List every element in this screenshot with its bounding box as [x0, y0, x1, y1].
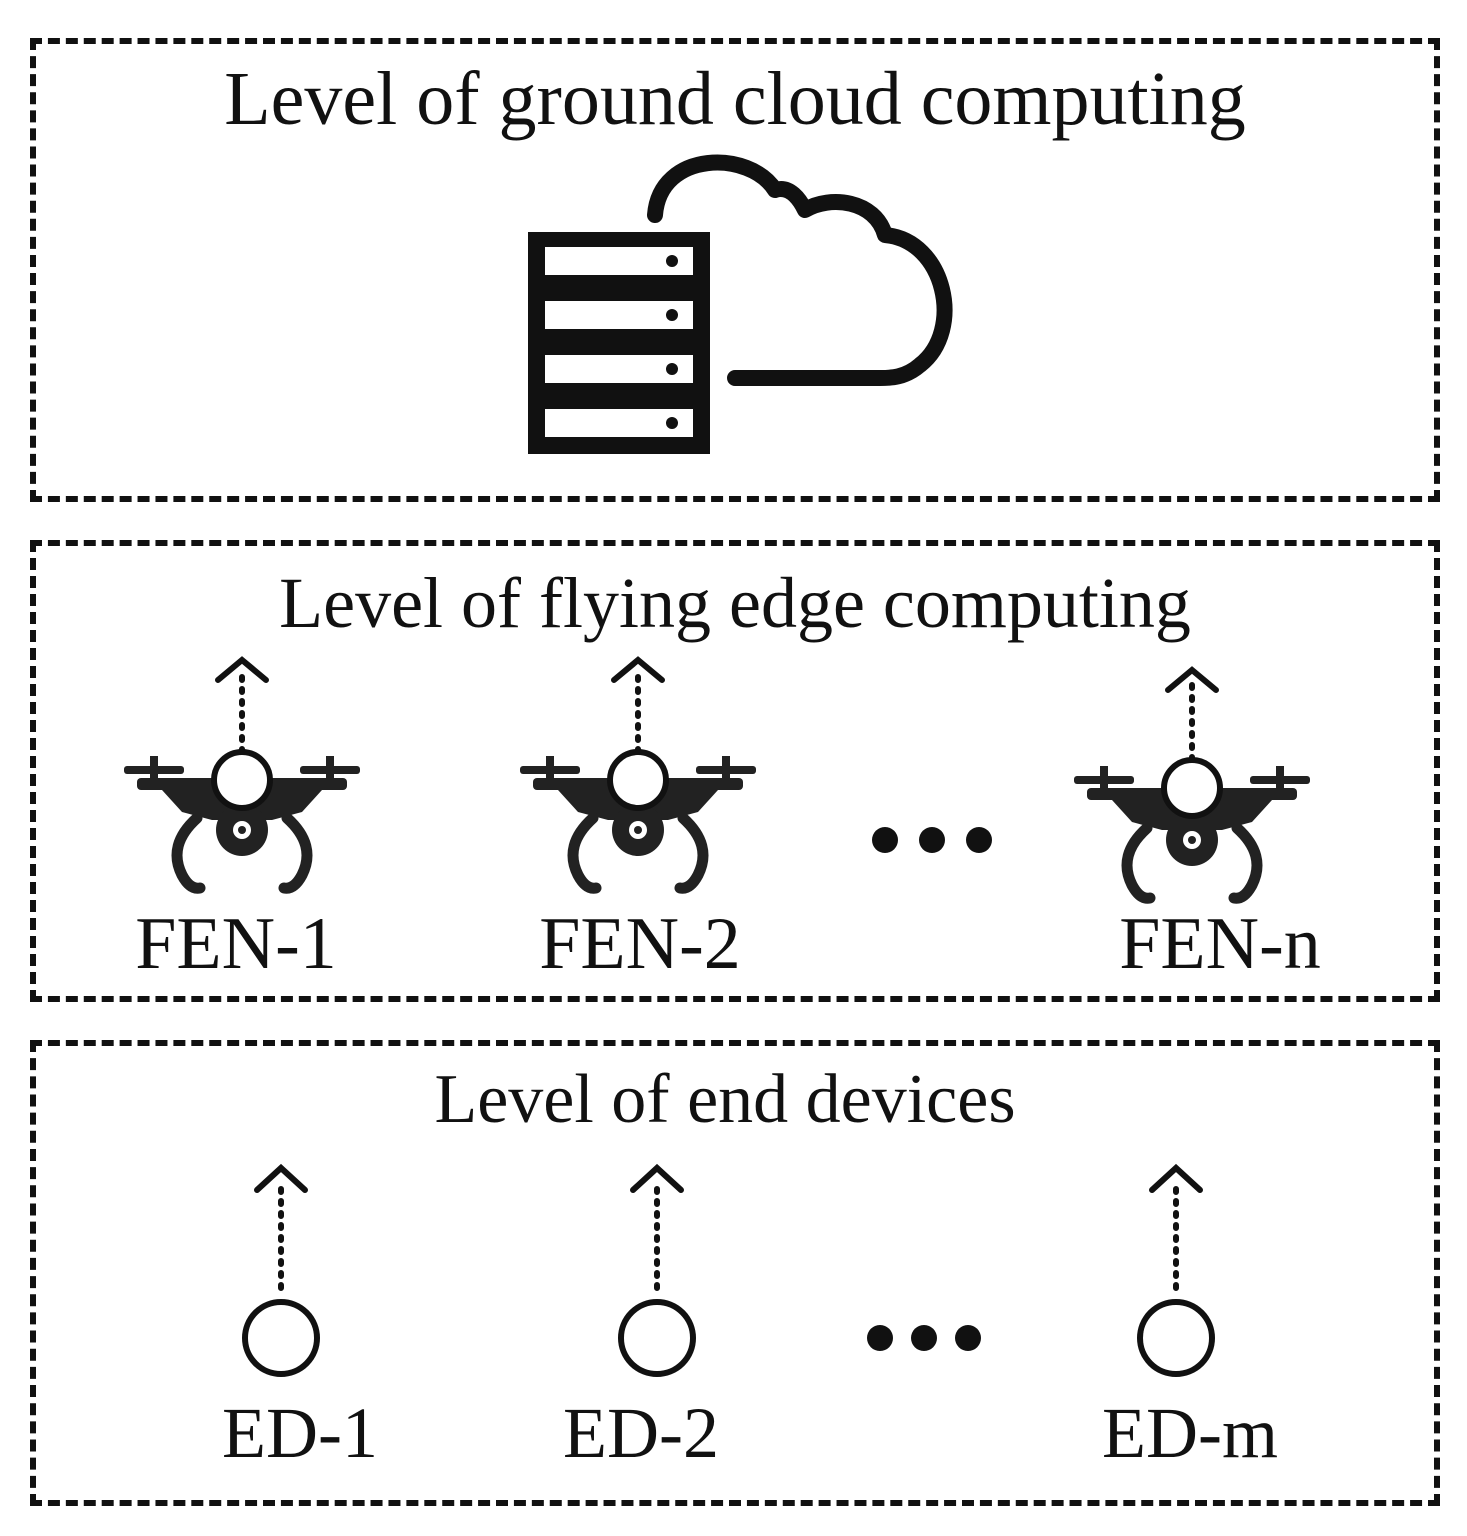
ed-2-label: ED-2	[563, 1393, 719, 1473]
node-circle-icon	[1161, 757, 1223, 819]
cloud-level-panel: Level of ground cloud computing	[30, 38, 1440, 502]
drone-node-1	[124, 656, 360, 888]
ed-m-label: ED-m	[1102, 1393, 1278, 1473]
drone-node-2	[520, 656, 756, 888]
devices-level-title: Level of end devices	[434, 1061, 1016, 1138]
node-circle-icon	[607, 749, 669, 811]
ellipsis-icon	[867, 1325, 981, 1351]
ellipsis-icon	[872, 827, 992, 853]
node-circle-icon	[211, 749, 273, 811]
node-circle-icon	[242, 1299, 320, 1377]
end-device-node-m	[1137, 1163, 1215, 1377]
end-device-node-2	[618, 1163, 696, 1377]
fen-1-label: FEN-1	[135, 903, 337, 985]
edge-level-title: Level of flying edge computing	[279, 563, 1191, 643]
node-circle-icon	[1137, 1299, 1215, 1377]
end-device-node-1	[242, 1163, 320, 1377]
fen-n-label: FEN-n	[1119, 903, 1321, 985]
fen-2-label: FEN-2	[539, 903, 741, 985]
cloud-level-title: Level of ground cloud computing	[224, 57, 1246, 141]
devices-level-panel: Level of end devices	[30, 1040, 1440, 1506]
drone-node-n	[1074, 666, 1310, 898]
node-circle-icon	[618, 1299, 696, 1377]
cloud-server-icon	[528, 154, 953, 454]
edge-level-panel: Level of flying edge computing	[30, 540, 1440, 1002]
ed-1-label: ED-1	[222, 1393, 378, 1473]
